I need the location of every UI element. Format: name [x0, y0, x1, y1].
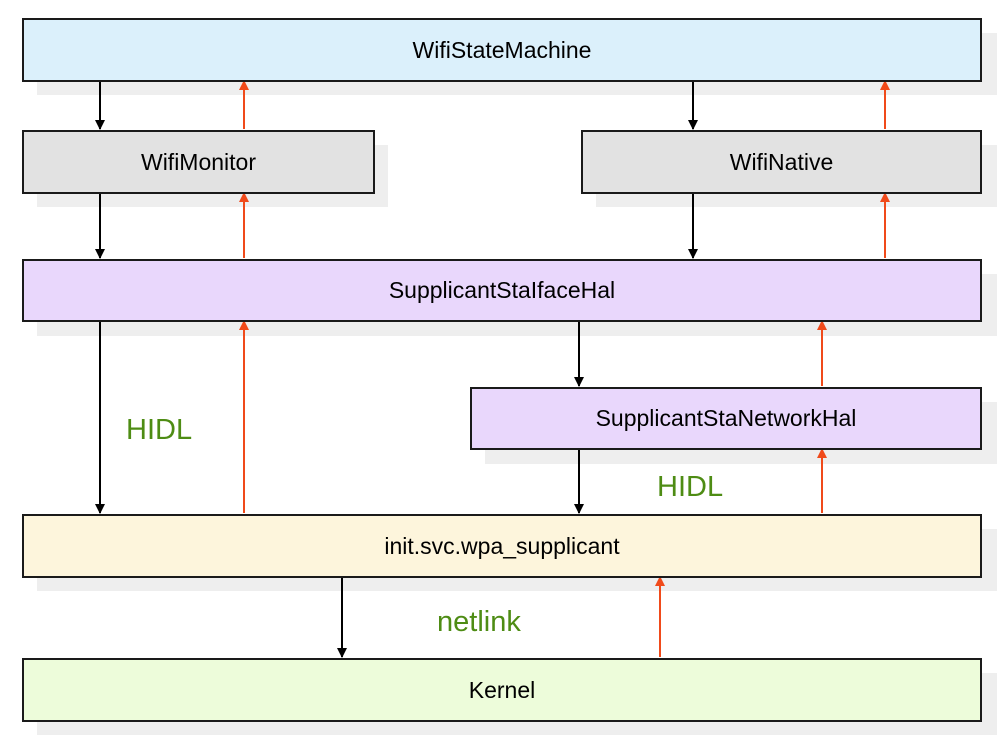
supplicant-sta-network-hal-label: SupplicantStaNetworkHal: [595, 405, 857, 431]
hidl-label-left: HIDL: [126, 414, 193, 446]
wifi-native-box: WifiNative: [581, 130, 982, 194]
wifi-monitor-box: WifiMonitor: [22, 130, 375, 194]
wpa-supplicant-box: init.svc.wpa_supplicant: [22, 514, 982, 578]
supplicant-sta-network-hal-box: SupplicantStaNetworkHal: [470, 387, 982, 450]
hidl-label-right: HIDL: [657, 471, 724, 503]
wifi-native-label: WifiNative: [729, 148, 834, 175]
wpa-supplicant-label: init.svc.wpa_supplicant: [384, 532, 620, 559]
wifi-state-machine-label: WifiStateMachine: [412, 36, 592, 63]
supplicant-sta-iface-hal-box: SupplicantStaIfaceHal: [22, 259, 982, 322]
supplicant-sta-iface-hal-label: SupplicantStaIfaceHal: [388, 277, 616, 303]
kernel-label: Kernel: [468, 676, 536, 703]
wifi-state-machine-box: WifiStateMachine: [22, 18, 982, 82]
kernel-box: Kernel: [22, 658, 982, 722]
netlink-label: netlink: [437, 606, 521, 638]
wifi-monitor-label: WifiMonitor: [140, 148, 256, 175]
up-arrows: [239, 80, 890, 657]
down-arrows: [95, 82, 698, 658]
